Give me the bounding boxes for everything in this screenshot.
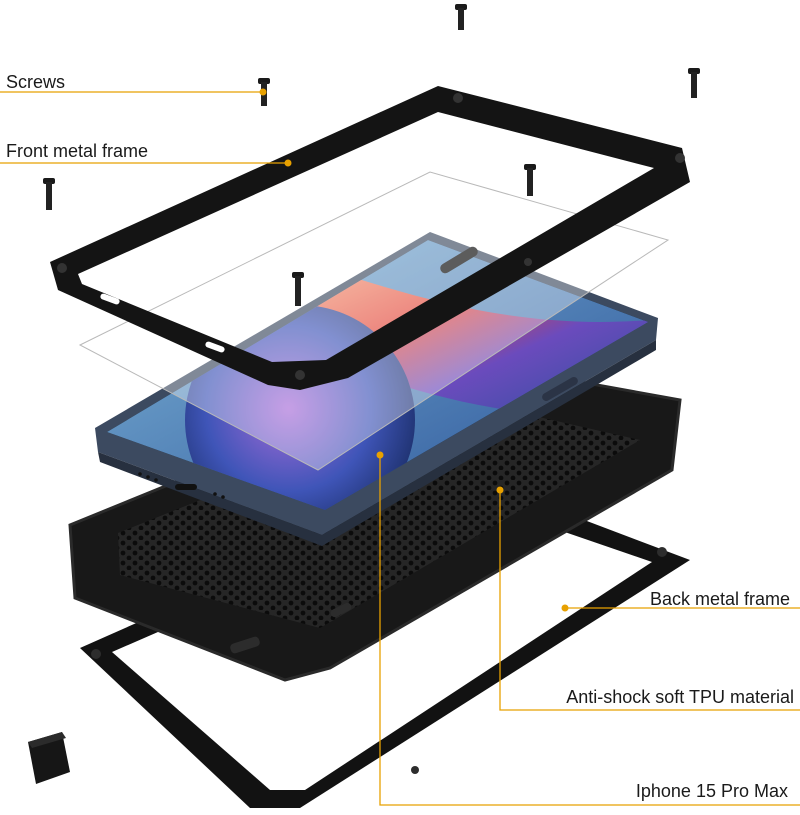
screw-icon [455,4,467,30]
leader-dots [259,88,569,612]
iphone [95,232,658,546]
port-plug [28,732,70,784]
screw-icon [292,272,304,306]
leader-lines [0,91,800,806]
screw-icon [688,68,700,98]
leader-dot-front-frame [284,159,292,167]
label-phone-model: Iphone 15 Pro Max [635,781,788,801]
label-screws: Screws [6,72,66,92]
leader-dot-phone [376,451,384,459]
leader-dot-screws [259,88,267,96]
leader-dot-tpu [496,486,504,494]
back-metal-frame [80,476,690,808]
label-tpu-material: Anti-shock soft TPU material [566,687,794,707]
front-metal-frame [50,86,690,390]
screw-icon [524,164,536,196]
leader-line-tpu [499,490,800,711]
label-back-metal-frame: Back metal frame [649,589,790,609]
label-front-metal-frame: Front metal frame [6,141,149,161]
leader-dot-back-frame [561,604,569,612]
tpu-shell [68,360,682,682]
screw-icon [43,178,55,210]
leader-line-phone [379,455,800,806]
